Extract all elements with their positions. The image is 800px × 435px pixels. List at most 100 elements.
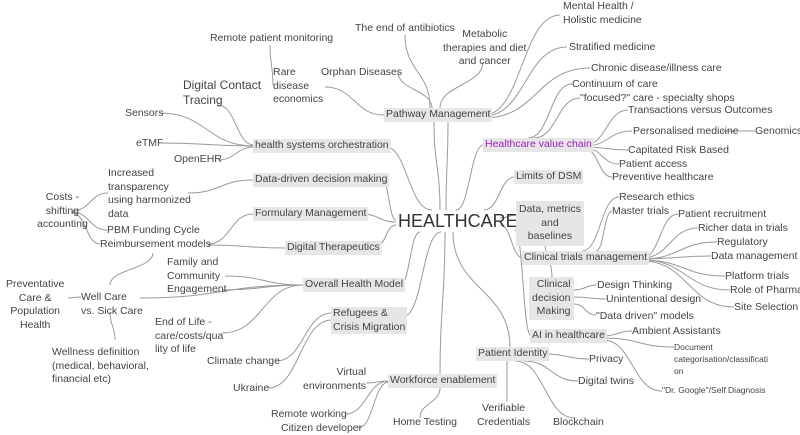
- topic-regulatory[interactable]: Regulatory: [717, 236, 768, 248]
- topic-wellness-definition[interactable]: Wellness definition (medical, behavioral…: [52, 346, 149, 385]
- topic-richer-data[interactable]: Richer data in trials: [698, 222, 788, 234]
- branch-data-metrics-baselines[interactable]: Data, metrics and baselines: [516, 201, 584, 246]
- topic-data-management[interactable]: Data management: [711, 250, 798, 262]
- topic-unintentional-design[interactable]: Unintentional design: [606, 293, 702, 305]
- branch-health-systems-orchestration[interactable]: health systems orchestration: [253, 139, 391, 153]
- topic-personalised-medicine[interactable]: Personalised medicine: [633, 125, 739, 137]
- connector-line: [581, 196, 620, 252]
- connector-line: [483, 14, 561, 116]
- topic-preventive-healthcare[interactable]: Preventive healthcare: [612, 171, 714, 183]
- connector-line: [217, 146, 255, 161]
- branch-clinical-decision-making[interactable]: Clinical decision Making: [529, 277, 574, 320]
- topic-blockchain[interactable]: Blockchain: [553, 416, 604, 428]
- connector-line: [67, 296, 82, 299]
- connector-line: [544, 353, 590, 360]
- topic-verifiable-credentials[interactable]: Verifiable Credentials: [477, 402, 531, 428]
- connector-line: [439, 231, 446, 375]
- connector-line: [224, 275, 304, 286]
- topic-ambient-assistants[interactable]: Ambient Assistants: [632, 325, 721, 337]
- connector-line: [641, 255, 712, 260]
- connector-line: [344, 380, 390, 415]
- topic-design-thinking[interactable]: Design Thinking: [597, 279, 673, 291]
- connector-line: [161, 142, 255, 147]
- branch-limits-of-dsm[interactable]: Limits of DSM: [514, 170, 584, 184]
- topic-dr-google[interactable]: "Dr. Google"/Self Diagnosis: [662, 385, 766, 395]
- topic-end-of-antibiotics[interactable]: The end of antibiotics: [355, 22, 455, 34]
- branch-refugees-crisis-migration[interactable]: Refugees & Crisis Migration: [331, 307, 408, 334]
- connector-line: [217, 104, 255, 146]
- central-topic[interactable]: HEALTHCARE: [398, 211, 518, 231]
- connector-line: [404, 34, 431, 109]
- topic-site-selection[interactable]: Site Selection: [734, 301, 799, 313]
- branch-pathway-management[interactable]: Pathway Management: [384, 108, 493, 122]
- connector-line: [499, 214, 518, 219]
- connector-line: [641, 227, 699, 259]
- topic-digital-contact-tracing[interactable]: Digital Contact Tracing: [183, 78, 262, 107]
- topic-focused-care[interactable]: "focused?" care - specialty shops: [580, 92, 735, 104]
- topic-continuum-of-care[interactable]: Continuum of care: [572, 78, 658, 90]
- topic-research-ethics[interactable]: Research ethics: [619, 191, 695, 203]
- topic-pbm-funding-cycle[interactable]: PBM Funding Cycle: [107, 224, 200, 236]
- topic-role-of-pharma[interactable]: Role of Pharma: [730, 284, 800, 296]
- branch-ai-in-healthcare[interactable]: AI in healthcare: [530, 329, 607, 343]
- connector-line: [269, 44, 274, 86]
- topic-capitated-risk[interactable]: Capitated Risk Based: [628, 144, 729, 156]
- branch-formulary-management[interactable]: Formulary Management: [253, 207, 369, 221]
- connector-line: [439, 61, 484, 109]
- topic-sensors[interactable]: Sensors: [125, 107, 164, 119]
- topic-etmf[interactable]: eTMF: [136, 137, 164, 149]
- topic-genomics[interactable]: Genomics: [755, 125, 800, 137]
- connector-line: [573, 284, 598, 291]
- connector-line: [573, 296, 607, 300]
- connector-line: [221, 284, 304, 334]
- topic-privacy[interactable]: Privacy: [589, 353, 624, 365]
- topic-costs-shifting[interactable]: Costs - shifting accounting: [37, 191, 88, 230]
- branch-overall-health-model[interactable]: Overall Health Model: [303, 278, 406, 292]
- branch-healthcare-value-chain[interactable]: Healthcare value chain: [483, 138, 594, 152]
- topic-orphan-diseases[interactable]: Orphan Diseases: [321, 66, 403, 78]
- topic-preventative-care[interactable]: Preventative Care & Population Health: [6, 278, 65, 331]
- connector-line: [221, 284, 304, 291]
- branch-digital-therapeutics[interactable]: Digital Therapeutics: [285, 241, 382, 255]
- topic-transactions-vs-outcomes[interactable]: Transactions versus Outcomes: [628, 104, 773, 116]
- topic-digital-twins[interactable]: Digital twins: [578, 375, 635, 387]
- topic-openehr[interactable]: OpenEHR: [174, 153, 222, 165]
- branch-workforce-enablement[interactable]: Workforce enablement: [388, 374, 498, 388]
- topic-mental-health[interactable]: Mental Health / Holistic medicine: [563, 0, 642, 26]
- topic-ukraine[interactable]: Ukraine: [233, 382, 270, 394]
- connector-line: [433, 121, 441, 211]
- topic-rare-disease-economics[interactable]: Rare disease economics: [273, 66, 324, 105]
- topic-home-testing[interactable]: Home Testing: [393, 416, 458, 428]
- topic-platform-trials[interactable]: Platform trials: [725, 270, 790, 282]
- connector-line: [383, 145, 433, 211]
- topic-patient-access[interactable]: Patient access: [619, 158, 688, 170]
- topic-patient-recruitment[interactable]: Patient recruitment: [678, 208, 767, 220]
- topic-remote-patient-monitoring[interactable]: Remote patient monitoring: [210, 32, 334, 44]
- connector-line: [109, 252, 154, 286]
- topic-climate-change[interactable]: Climate change: [207, 355, 280, 367]
- topic-master-trials[interactable]: Master trials: [612, 205, 670, 217]
- topic-well-care[interactable]: Well Care vs. Sick Care: [81, 291, 143, 317]
- topic-remote-working[interactable]: Remote working: [271, 408, 347, 420]
- topic-metabolic-therapies[interactable]: Metabolic therapies and diet and cancer: [443, 28, 527, 67]
- connector-line: [187, 179, 254, 194]
- connector-line: [602, 339, 663, 392]
- connector-line: [452, 231, 511, 348]
- topic-citizen-developer[interactable]: Citizen developer: [281, 422, 363, 434]
- branch-data-driven-decision-making[interactable]: Data-driven decision making: [253, 173, 390, 187]
- topic-virtual-environments[interactable]: Virtual environments: [303, 366, 367, 392]
- topic-end-of-life[interactable]: End of Life - care/costs/qua lity of lif…: [155, 316, 224, 355]
- topic-increased-transparency[interactable]: Increased transparency using harmonized …: [108, 167, 191, 220]
- branch-patient-identity[interactable]: Patient Identity: [476, 347, 550, 361]
- connector-line: [357, 381, 390, 429]
- connector-line: [514, 360, 576, 419]
- topic-data-driven-models[interactable]: "Data driven" models: [596, 310, 694, 322]
- topic-stratified-medicine[interactable]: Stratified medicine: [569, 41, 656, 53]
- topic-reimbursement-models[interactable]: Reimbursement models: [100, 238, 211, 250]
- topic-chronic-disease[interactable]: Chronic disease/illness care: [591, 62, 722, 74]
- topic-family-community[interactable]: Family and Community Engagement: [167, 256, 227, 295]
- connector-line: [527, 83, 573, 139]
- branch-clinical-trials-management[interactable]: Clinical trials management: [522, 251, 650, 265]
- topic-document-categorisation[interactable]: Document categorisation/classificati on: [674, 342, 769, 376]
